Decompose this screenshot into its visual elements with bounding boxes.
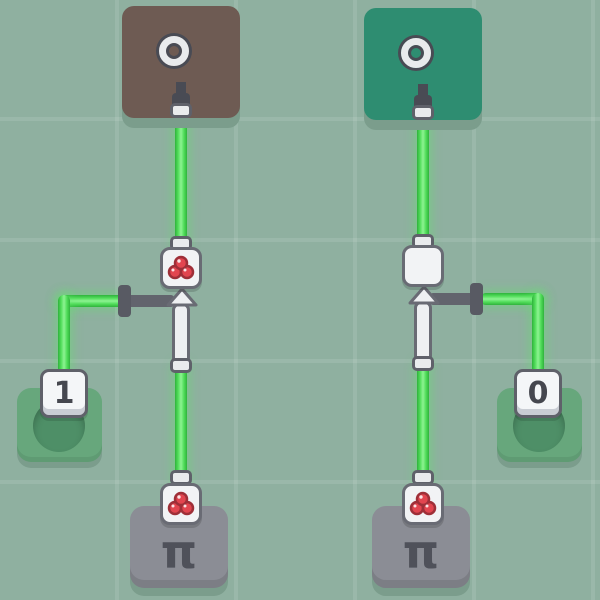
- wire-port: [170, 103, 192, 118]
- input-tile[interactable]: 0: [514, 369, 562, 418]
- lamp-block[interactable]: [122, 6, 240, 118]
- pi-source-block[interactable]: π: [130, 506, 228, 588]
- pipe-connector-bar: [128, 295, 174, 307]
- source-badge-node[interactable]: [402, 483, 444, 525]
- lamp-block[interactable]: [364, 8, 482, 120]
- wire-segment-drop-left: [58, 295, 70, 379]
- source-badge-node[interactable]: [160, 483, 202, 525]
- wire-port: [412, 356, 434, 371]
- wire-segment-source-right: [417, 361, 429, 501]
- valve-pipe[interactable]: [414, 301, 432, 363]
- lamp-ring-icon: [159, 36, 189, 66]
- pipe-connector-cap[interactable]: [118, 285, 131, 317]
- wire-segment-source-left: [175, 363, 187, 503]
- wire-port: [412, 105, 434, 120]
- cherries-icon: [409, 491, 437, 516]
- pi-symbol: π: [160, 525, 198, 579]
- wire-segment-lamp-right: [417, 114, 429, 252]
- lamp-ring-icon: [401, 38, 431, 68]
- wire-segment-drop-right: [532, 293, 544, 377]
- valve-arrow-icon: [166, 287, 198, 307]
- cherries-icon: [167, 491, 195, 516]
- input-tile[interactable]: 1: [40, 369, 88, 418]
- wire-segment-lamp-left: [175, 112, 187, 254]
- lamp-stem: [176, 82, 186, 95]
- input-tile-value: 0: [527, 376, 549, 411]
- filter-node[interactable]: [402, 245, 444, 287]
- valve-arrow-icon: [408, 285, 440, 305]
- input-tile-value: 1: [53, 376, 75, 411]
- lamp-stem: [418, 84, 428, 97]
- wire-segment-side-left: [58, 295, 124, 307]
- cherries-icon: [167, 255, 195, 280]
- pipe-connector-bar: [430, 293, 476, 305]
- wire-port: [170, 358, 192, 373]
- filter-node[interactable]: [160, 247, 202, 289]
- wire-segment-side-right: [480, 293, 544, 305]
- pipe-connector-cap[interactable]: [470, 283, 483, 315]
- valve-pipe[interactable]: [172, 303, 190, 365]
- pi-symbol: π: [402, 525, 440, 579]
